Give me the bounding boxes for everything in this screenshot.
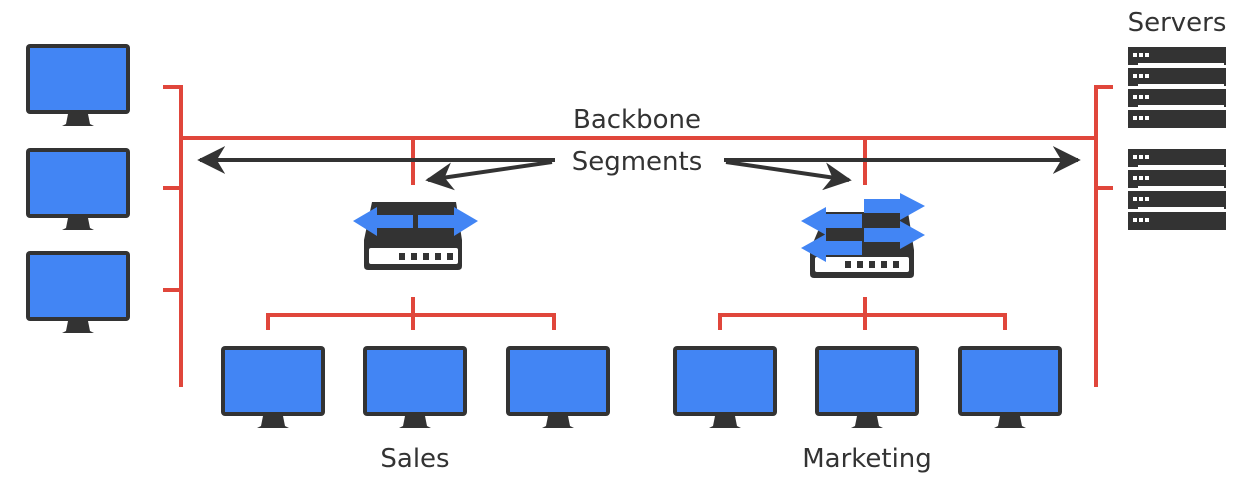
sales-label: Sales [380, 444, 449, 474]
sales-branch [266, 297, 556, 330]
server-rack-icon [1128, 149, 1226, 230]
computer-icon [815, 346, 919, 428]
switch-icon [801, 193, 925, 278]
server-rack-icon [1128, 47, 1226, 128]
right-trunk [1094, 85, 1113, 387]
bridge-icon [353, 202, 478, 270]
marketing-branch [718, 297, 1007, 330]
computer-icon [221, 346, 325, 428]
marketing-label: Marketing [802, 444, 932, 474]
computer-icon [506, 346, 610, 428]
backbone-label: Backbone [573, 105, 701, 135]
computer-icon [673, 346, 777, 428]
computer-icon [26, 44, 130, 126]
computer-icon [26, 251, 130, 333]
arrow-left-inner [425, 160, 553, 191]
segments-label: Segments [572, 147, 703, 177]
backbone-wires [163, 85, 1113, 387]
servers-label: Servers [1128, 8, 1227, 38]
arrow-right-inner [725, 160, 852, 191]
left-trunk [163, 85, 183, 387]
computer-icon [26, 148, 130, 230]
computer-icon [363, 346, 467, 428]
segment-arrows [197, 146, 1081, 191]
computer-icon [958, 346, 1062, 428]
